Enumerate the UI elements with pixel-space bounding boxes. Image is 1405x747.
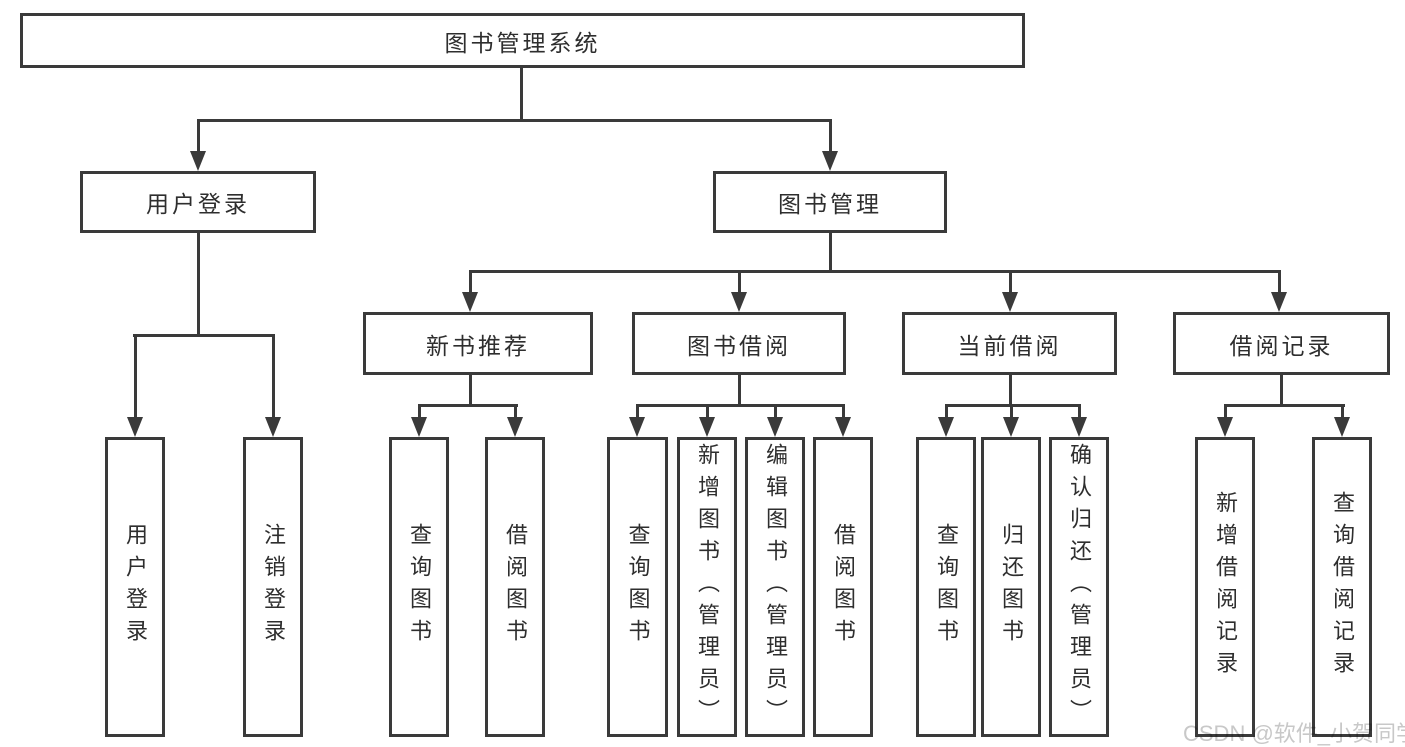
node-label: 查询图书 xyxy=(625,523,651,651)
node-label: 新增图书（管理员） xyxy=(695,443,720,731)
node-borrowing-records: 借阅记录 xyxy=(1173,312,1390,375)
connector-line xyxy=(1278,270,1281,296)
leaf-borrow-books-recommend: 借阅图书 xyxy=(485,437,545,737)
leaf-confirm-return-admin: 确认归还（管理员） xyxy=(1049,437,1109,737)
leaf-query-books-current: 查询图书 xyxy=(916,437,976,737)
connector-line xyxy=(134,334,137,421)
connector-line xyxy=(1009,375,1012,406)
arrow-down-icon xyxy=(190,151,206,171)
node-label: 用户登录 xyxy=(123,523,148,651)
connector-line xyxy=(829,233,832,273)
arrow-down-icon xyxy=(1271,292,1287,312)
leaf-add-books-admin: 新增图书（管理员） xyxy=(677,437,737,737)
arrow-down-icon xyxy=(1003,417,1019,437)
node-label: 用户登录 xyxy=(146,191,250,217)
arrow-down-icon xyxy=(938,417,954,437)
leaf-query-books-borrowing: 查询图书 xyxy=(607,437,668,737)
arrow-down-icon xyxy=(1002,292,1018,312)
arrow-down-icon xyxy=(767,417,783,437)
connector-line xyxy=(1009,270,1012,296)
connector-line xyxy=(197,119,832,122)
leaf-user-login: 用户登录 xyxy=(105,437,165,737)
node-current-borrowing: 当前借阅 xyxy=(902,312,1117,375)
arrow-down-icon xyxy=(507,417,523,437)
connector-line xyxy=(514,404,517,419)
node-book-borrowing: 图书借阅 xyxy=(632,312,846,375)
node-user-login: 用户登录 xyxy=(80,171,316,233)
arrow-down-icon xyxy=(462,292,478,312)
connector-line xyxy=(197,119,200,155)
node-label: 当前借阅 xyxy=(957,332,1062,359)
leaf-edit-books-admin: 编辑图书（管理员） xyxy=(745,437,805,737)
connector-line xyxy=(738,270,741,296)
node-label: 借阅图书 xyxy=(831,523,856,651)
node-library-management-system: 图书管理系统 xyxy=(20,13,1025,68)
connector-line xyxy=(272,334,275,421)
connector-line xyxy=(636,404,845,407)
connector-line xyxy=(469,375,472,406)
arrow-down-icon xyxy=(822,151,838,171)
connector-line xyxy=(418,404,518,407)
connector-line xyxy=(197,233,200,337)
arrow-down-icon xyxy=(731,292,747,312)
connector-line xyxy=(469,270,472,296)
node-label: 图书借阅 xyxy=(687,332,791,359)
leaf-borrow-books-borrowing: 借阅图书 xyxy=(813,437,873,737)
arrow-down-icon xyxy=(1217,417,1233,437)
node-label: 注销登录 xyxy=(261,523,286,651)
node-label: 借阅记录 xyxy=(1229,332,1334,359)
leaf-query-borrow-record: 查询借阅记录 xyxy=(1312,437,1372,737)
leaf-add-borrow-record: 新增借阅记录 xyxy=(1195,437,1255,737)
connector-line xyxy=(945,404,1081,407)
connector-line xyxy=(706,404,709,419)
arrow-down-icon xyxy=(1071,417,1087,437)
connector-line xyxy=(1010,404,1013,419)
arrow-down-icon xyxy=(265,417,281,437)
connector-line xyxy=(842,404,845,419)
node-label: 归还图书 xyxy=(999,523,1024,651)
arrow-down-icon xyxy=(699,417,715,437)
connector-line xyxy=(1224,404,1227,419)
arrow-down-icon xyxy=(127,417,143,437)
node-label: 查询图书 xyxy=(407,523,432,651)
connector-line xyxy=(520,68,523,122)
leaf-query-books-recommend: 查询图书 xyxy=(389,437,449,737)
node-label: 新书推荐 xyxy=(426,332,530,359)
connector-line xyxy=(738,375,741,406)
arrow-down-icon xyxy=(835,417,851,437)
node-label: 查询图书 xyxy=(934,523,959,651)
node-label: 查询借阅记录 xyxy=(1330,491,1355,683)
arrow-down-icon xyxy=(411,417,427,437)
leaf-logout: 注销登录 xyxy=(243,437,303,737)
node-label: 确认归还（管理员） xyxy=(1067,443,1092,731)
arrow-down-icon xyxy=(1334,417,1350,437)
node-label: 图书管理系统 xyxy=(444,29,601,56)
leaf-return-books: 归还图书 xyxy=(981,437,1041,737)
connector-line xyxy=(1078,404,1081,419)
watermark: CSDN @软件_小贺同学 xyxy=(1183,721,1405,746)
node-label: 借阅图书 xyxy=(503,523,528,651)
connector-line xyxy=(418,404,421,419)
connector-line xyxy=(1224,404,1345,407)
connector-line xyxy=(636,404,639,419)
connector-line xyxy=(469,270,1281,273)
connector-line xyxy=(133,334,275,337)
node-new-book-recommendation: 新书推荐 xyxy=(363,312,593,375)
connector-line xyxy=(829,119,832,155)
arrow-down-icon xyxy=(629,417,645,437)
node-label: 新增借阅记录 xyxy=(1213,491,1238,683)
node-label: 图书管理 xyxy=(778,191,882,217)
connector-line xyxy=(1341,404,1344,419)
connector-line xyxy=(774,404,777,419)
connector-line xyxy=(1280,375,1283,406)
node-book-management: 图书管理 xyxy=(713,171,947,233)
connector-line xyxy=(945,404,948,419)
node-label: 编辑图书（管理员） xyxy=(763,443,788,731)
